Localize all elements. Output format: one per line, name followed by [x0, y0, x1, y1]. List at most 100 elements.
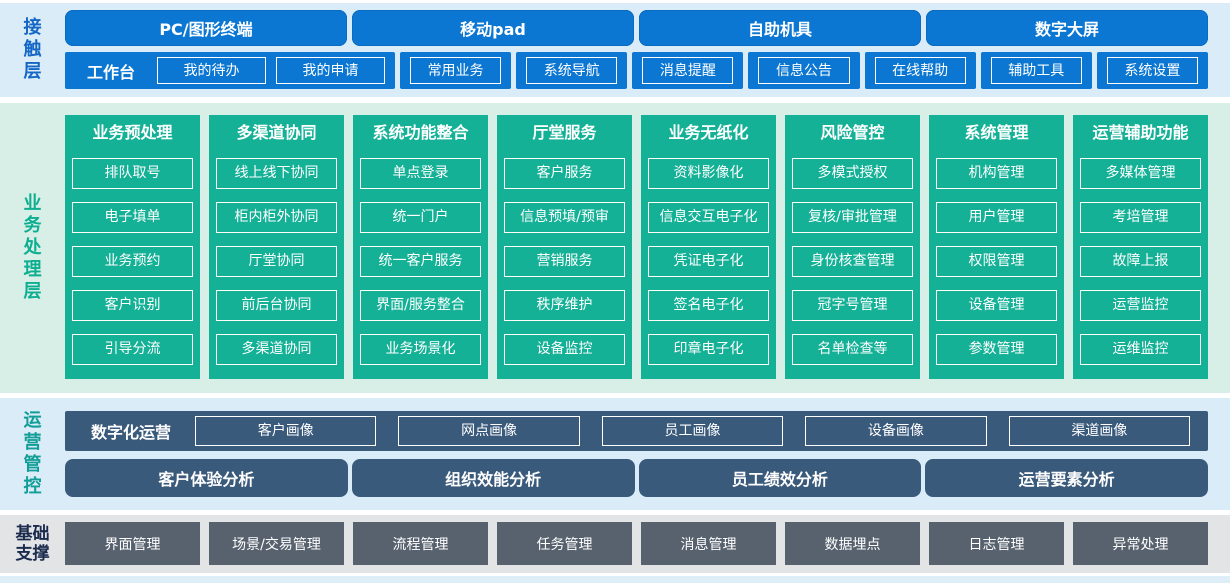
module-item-button[interactable]: 故障上报: [1080, 246, 1201, 277]
module-item-button[interactable]: 前后台协同: [216, 290, 337, 321]
layer-label-char: 层: [23, 61, 42, 82]
module-item-button[interactable]: 排队取号: [72, 158, 193, 189]
portrait-button[interactable]: 设备画像: [805, 416, 987, 446]
workbench-item-button[interactable]: 消息提醒: [642, 57, 734, 84]
analysis-button[interactable]: 员工绩效分析: [638, 459, 922, 497]
portrait-buttons: 客户画像网点画像员工画像设备画像渠道画像: [195, 416, 1191, 446]
module-item-button[interactable]: 凭证电子化: [648, 246, 769, 277]
module-item-button[interactable]: 柜内柜外协同: [216, 202, 337, 233]
operation-layer-label: 运营管控: [24, 410, 42, 498]
layer-label-char: 层: [23, 281, 42, 302]
channel-button[interactable]: PC/图形终端: [65, 10, 347, 46]
module-item-button[interactable]: 考培管理: [1080, 202, 1201, 233]
foundation-button[interactable]: 流程管理: [353, 522, 488, 565]
module-item-button[interactable]: 冠字号管理: [792, 290, 913, 321]
module-item-button[interactable]: 电子填单: [72, 202, 193, 233]
workbench-item-button[interactable]: 我的待办: [157, 57, 266, 84]
layer-label-char: 管: [23, 454, 42, 475]
module-item-button[interactable]: 业务场景化: [360, 334, 481, 365]
module-item-button[interactable]: 签名电子化: [648, 290, 769, 321]
module-item-button[interactable]: 多媒体管理: [1080, 158, 1201, 189]
portrait-button[interactable]: 渠道画像: [1008, 416, 1191, 446]
module-item-button[interactable]: 参数管理: [936, 334, 1057, 365]
module-item-button[interactable]: 线上线下协同: [216, 158, 337, 189]
module-item-button[interactable]: 名单检查等: [792, 334, 913, 365]
foundation-layer-label: 基础支撑: [16, 524, 50, 564]
foundation-label-line: 支撑: [15, 544, 50, 564]
module-column: 业务无纸化资料影像化信息交互电子化凭证电子化签名电子化印章电子化: [641, 115, 776, 379]
module-item-button[interactable]: 信息交互电子化: [648, 202, 769, 233]
module-item-button[interactable]: 运营监控: [1080, 290, 1201, 321]
module-column: 系统管理机构管理用户管理权限管理设备管理参数管理: [929, 115, 1064, 379]
workbench-main-segment: 工作台 我的待办我的申请: [65, 52, 395, 89]
workbench-row: 工作台 我的待办我的申请 常用业务系统导航消息提醒信息公告在线帮助辅助工具系统设…: [65, 52, 1208, 89]
module-column-title: 运营辅助功能: [1092, 123, 1189, 142]
channel-button[interactable]: 数字大屏: [926, 10, 1208, 46]
layer-label-char: 触: [23, 39, 42, 60]
layer-label-char: 接: [23, 17, 42, 38]
workbench-item-button[interactable]: 我的申请: [276, 57, 385, 84]
module-item-button[interactable]: 资料影像化: [648, 158, 769, 189]
module-item-button[interactable]: 信息预填/预审: [504, 202, 625, 233]
foundation-button[interactable]: 数据埋点: [785, 522, 920, 565]
channel-button[interactable]: 自助机具: [639, 10, 921, 46]
module-item-button[interactable]: 运维监控: [1080, 334, 1201, 365]
analysis-button[interactable]: 客户体验分析: [65, 459, 348, 497]
module-item-button[interactable]: 统一门户: [360, 202, 481, 233]
module-item-button[interactable]: 设备监控: [504, 334, 625, 365]
module-item-button[interactable]: 单点登录: [360, 158, 481, 189]
workbench-item-button[interactable]: 在线帮助: [874, 57, 966, 84]
portrait-button[interactable]: 网点画像: [398, 416, 580, 446]
foundation-button[interactable]: 异常处理: [1073, 522, 1208, 565]
module-item-button[interactable]: 多模式授权: [792, 158, 913, 189]
module-item-button[interactable]: 复核/审批管理: [792, 202, 913, 233]
foundation-button[interactable]: 界面管理: [65, 522, 200, 565]
module-item-button[interactable]: 设备管理: [936, 290, 1057, 321]
module-item-button[interactable]: 客户服务: [504, 158, 625, 189]
module-item-button[interactable]: 统一客户服务: [360, 246, 481, 277]
contact-layer-label: 接触层: [24, 17, 42, 83]
analysis-row: 客户体验分析组织效能分析员工绩效分析运营要素分析: [65, 459, 1208, 497]
analysis-button[interactable]: 组织效能分析: [351, 459, 635, 497]
analysis-button[interactable]: 运营要素分析: [925, 459, 1208, 497]
module-column-title: 系统功能整合: [372, 123, 469, 142]
module-item-button[interactable]: 业务预约: [72, 246, 193, 277]
foundation-button[interactable]: 日志管理: [929, 522, 1064, 565]
module-item-button[interactable]: 机构管理: [936, 158, 1057, 189]
layer-label-char: 运: [23, 410, 42, 431]
workbench-item-button[interactable]: 系统设置: [1106, 57, 1198, 84]
portrait-button[interactable]: 员工画像: [601, 416, 784, 446]
bottom-strip: [0, 576, 1230, 583]
module-item-button[interactable]: 多渠道协同: [216, 334, 337, 365]
operation-layer-content: 数字化运营 客户画像网点画像员工画像设备画像渠道画像 客户体验分析组织效能分析员…: [65, 398, 1208, 510]
workbench-item-button[interactable]: 系统导航: [526, 57, 618, 84]
layer-label-char: 处: [23, 237, 42, 258]
channel-button[interactable]: 移动pad: [352, 10, 634, 46]
module-column: 业务预处理排队取号电子填单业务预约客户识别引导分流: [65, 115, 200, 379]
workbench-item-button[interactable]: 信息公告: [758, 57, 850, 84]
module-item-button[interactable]: 用户管理: [936, 202, 1057, 233]
module-item-button[interactable]: 身份核查管理: [792, 246, 913, 277]
workbench-item-button[interactable]: 辅助工具: [990, 57, 1082, 84]
digital-operation-label: 数字化运营: [91, 423, 172, 442]
business-layer-label: 业务处理层: [24, 193, 42, 303]
module-item-button[interactable]: 引导分流: [72, 334, 193, 365]
foundation-button[interactable]: 任务管理: [497, 522, 632, 565]
workbench-segment: 信息公告: [748, 52, 860, 89]
module-item-button[interactable]: 权限管理: [936, 246, 1057, 277]
module-item-button[interactable]: 秩序维护: [504, 290, 625, 321]
module-column: 厅堂服务客户服务信息预填/预审营销服务秩序维护设备监控: [497, 115, 632, 379]
contact-layer-gutter: 接触层: [0, 3, 65, 97]
portrait-button[interactable]: 客户画像: [195, 416, 377, 446]
business-layer-content: 业务预处理排队取号电子填单业务预约客户识别引导分流多渠道协同线上线下协同柜内柜外…: [65, 103, 1208, 393]
operation-layer-gutter: 运营管控: [0, 398, 65, 510]
workbench-item-button[interactable]: 常用业务: [410, 57, 502, 84]
module-item-button[interactable]: 厅堂协同: [216, 246, 337, 277]
module-item-button[interactable]: 营销服务: [504, 246, 625, 277]
foundation-button[interactable]: 场景/交易管理: [209, 522, 344, 565]
operation-layer-band: 运营管控 数字化运营 客户画像网点画像员工画像设备画像渠道画像 客户体验分析组织…: [0, 398, 1230, 510]
module-item-button[interactable]: 印章电子化: [648, 334, 769, 365]
module-item-button[interactable]: 客户识别: [72, 290, 193, 321]
module-item-button[interactable]: 界面/服务整合: [360, 290, 481, 321]
foundation-button[interactable]: 消息管理: [641, 522, 776, 565]
